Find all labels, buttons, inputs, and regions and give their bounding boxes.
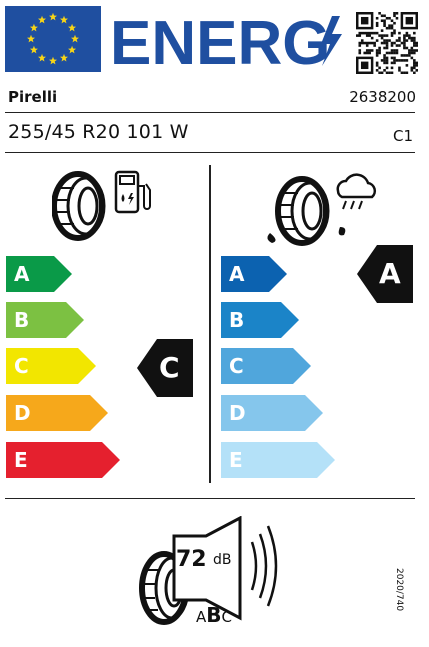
tyre-fuel-pump-icon xyxy=(51,168,152,242)
eu-flag-icon xyxy=(5,6,101,72)
noise-class-c: C xyxy=(221,608,232,626)
energy-title-text: ENERG xyxy=(110,10,330,72)
eu-star-icon xyxy=(68,45,77,54)
eu-star-icon xyxy=(49,56,57,65)
article-number: 2638200 xyxy=(349,88,416,106)
fuel-class-label: E xyxy=(14,448,28,472)
divider xyxy=(5,498,415,499)
fuel-class-label: A xyxy=(14,262,30,286)
regulation-number: 2020/740 xyxy=(394,568,404,612)
fuel-class-label: B xyxy=(14,308,30,332)
divider xyxy=(5,112,415,113)
eu-star-icon xyxy=(49,12,57,21)
wet-class-label: C xyxy=(229,354,244,378)
tyre-class: C1 xyxy=(392,127,413,145)
tyre-rain-cloud-icon xyxy=(258,165,382,249)
tyre-brand: Pirelli xyxy=(8,88,58,106)
noise-class-scale: ABC xyxy=(196,603,232,627)
eu-star-icon xyxy=(71,34,79,43)
wet-rating-label: A xyxy=(379,257,401,290)
tyre-speaker-icon xyxy=(138,515,288,628)
wet-class-label: A xyxy=(229,262,245,286)
wet-class-label: D xyxy=(229,401,246,425)
eu-star-icon xyxy=(38,53,46,62)
qr-code-icon xyxy=(356,12,419,75)
energy-title: ENERG xyxy=(110,9,348,78)
fuel-rating-label: C xyxy=(159,351,180,384)
section-divider xyxy=(209,165,211,483)
lightning-bolt-icon xyxy=(321,16,342,66)
eu-star-icon xyxy=(60,15,68,24)
noise-value: 72 xyxy=(176,547,207,572)
tyre-size: 255/45 R20 101 W xyxy=(8,121,189,143)
divider xyxy=(5,152,415,153)
noise-class-selected: B xyxy=(206,603,222,627)
noise-unit: dB xyxy=(213,552,232,568)
eu-star-icon xyxy=(27,34,35,43)
fuel-class-label: D xyxy=(14,401,31,425)
wet-rating-indicator: A xyxy=(357,245,413,303)
noise-class-a: A xyxy=(196,608,207,626)
eu-star-icon xyxy=(29,45,38,54)
fuel-class-label: C xyxy=(14,354,29,378)
wet-class-label: B xyxy=(229,308,245,332)
wet-class-label: E xyxy=(229,448,243,472)
eu-star-icon xyxy=(60,53,68,62)
eu-star-icon xyxy=(29,23,38,32)
eu-star-icon xyxy=(38,15,46,24)
fuel-rating-indicator: C xyxy=(137,339,193,397)
eu-star-icon xyxy=(68,23,77,32)
